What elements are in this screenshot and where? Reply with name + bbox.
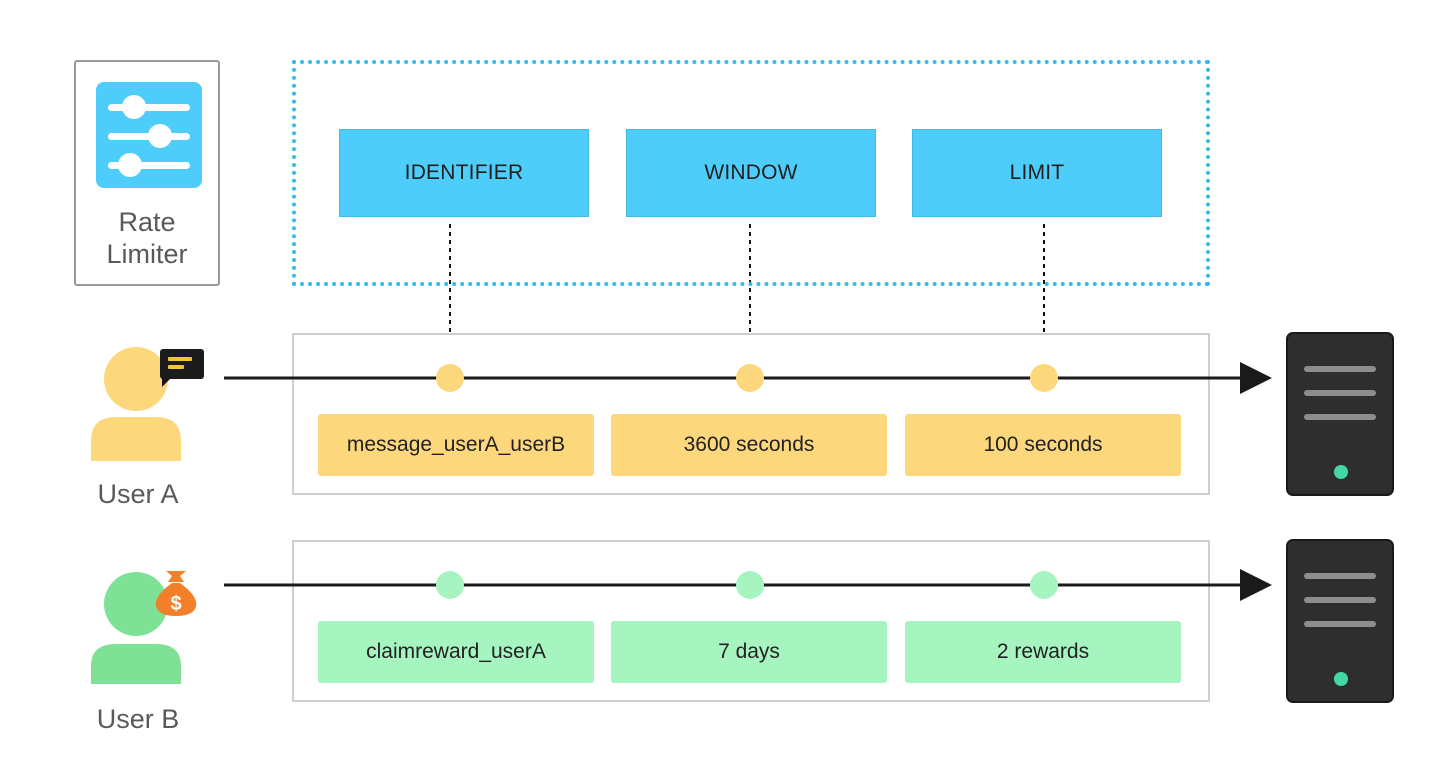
user-b-node-window [736,571,764,599]
rate-limiter-label-line1: Rate [118,207,176,237]
param-window: WINDOW [626,129,876,217]
user-a-limit-value: 100 seconds [905,414,1181,476]
param-identifier: IDENTIFIER [339,129,589,217]
user-a-node-window [736,364,764,392]
server-icon [1286,539,1394,703]
money-bag-icon: $ [155,571,197,616]
money-bag-symbol: $ [170,593,181,615]
user-a-node-identifier [436,364,464,392]
user-b-window-value: 7 days [611,621,887,683]
rate-limiter-label-line2: Limiter [106,239,188,269]
user-b-arrowhead [1240,569,1272,601]
user-a-node-limit [1030,364,1058,392]
user-b-node-identifier [436,571,464,599]
user-a-label: User A [97,479,179,509]
chat-message-icon [160,349,204,387]
parameter-group [292,60,1210,286]
user-a-identifier-value: message_userA_userB [318,414,594,476]
sliders-icon [96,82,202,188]
user-a-arrowhead [1240,362,1272,394]
rate-limiter-card: Rate Limiter [74,60,220,286]
user-b-identifier-value: claimreward_userA [318,621,594,683]
param-limit: LIMIT [912,129,1162,217]
user-b-node-limit [1030,571,1058,599]
server-icon [1286,332,1394,496]
user-b-label: User B [96,704,180,734]
user-b-limit-value: 2 rewards [905,621,1181,683]
user-a-avatar [91,347,204,461]
rate-limiter-label: Rate Limiter [76,206,218,270]
user-b-avatar: $ [91,571,197,684]
user-a-window-value: 3600 seconds [611,414,887,476]
